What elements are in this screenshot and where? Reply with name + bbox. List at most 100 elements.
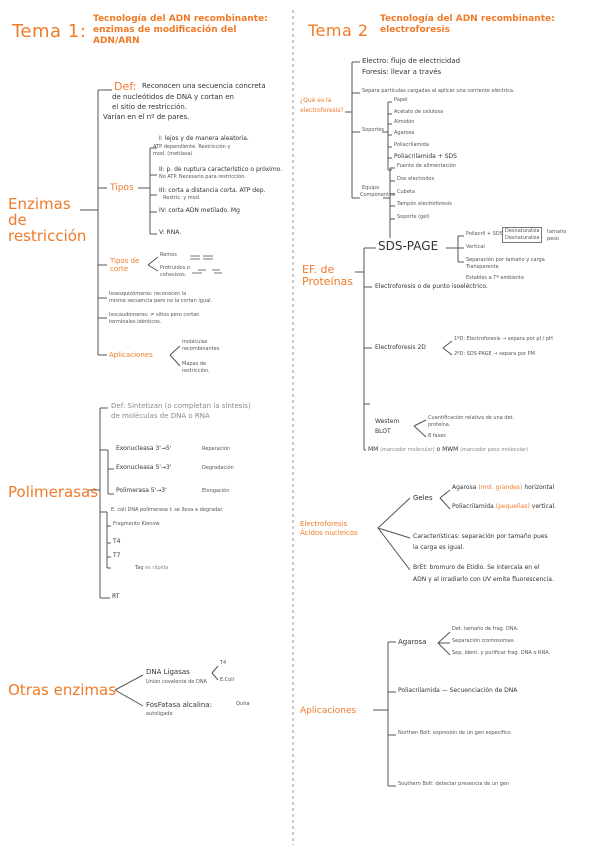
enzimas-title: Enzimas de restricción — [8, 195, 87, 245]
western-1: proteína. — [428, 422, 451, 428]
polimerasa-t7: T7 — [113, 552, 121, 559]
tipo-1-line: I: lejos y de manera aleatoria. — [159, 135, 249, 142]
tipo-1-line: ATP dependiente. Restricción y — [153, 144, 231, 150]
sds-peso: peso — [547, 236, 559, 242]
aplicacion-recombinantes: recombinantes — [182, 346, 220, 352]
acidos-title-line: Electroforesis — [300, 520, 348, 528]
acidos-title-line: Ácidos nucleicos — [300, 529, 358, 538]
ef-2d: Electroforesis 2D — [375, 344, 426, 351]
proteinas-title: EF. de Proteínas — [302, 263, 354, 289]
sds-poliacril: Poliacril + SDS — [466, 231, 503, 237]
isocaudomeros: terminales idénticos. — [109, 319, 162, 325]
poli-note: (pequeñas) — [495, 503, 530, 510]
sds-vertical: Vertical — [466, 244, 485, 250]
dna-ligasas: DNA Ligasas — [146, 668, 190, 676]
apl-agarosa: Agarosa — [398, 638, 427, 646]
mm-note: (marcador molecular) — [380, 447, 435, 453]
mwm-note: (marcador peso molecular) — [460, 447, 529, 453]
bret: BrEt: bromuro de Etidio. Se intercala en… — [413, 564, 540, 571]
soportes-label: Soportes — [362, 127, 385, 133]
marcadores: MM (marcador molecular) o MWM (marcador … — [368, 446, 529, 454]
que-es-ef: electroforesis? — [300, 107, 344, 114]
equipo-item: Soporte (gel) — [397, 214, 430, 220]
apl-northern: Northen Bolt: expresión de un gen especí… — [398, 730, 511, 736]
klenow: Fragmento Klenow — [113, 521, 160, 527]
fosfatasa-note: Quita — [236, 701, 250, 707]
isoesquizomeros: Isoesquizómeros: reconocen la — [109, 291, 187, 297]
tipo-1-line: mod. (metilasa) — [153, 151, 193, 157]
equipo-item: Fuente de alimentación — [397, 163, 456, 169]
separa-line: Separa partículas cargadas al aplicar un… — [362, 88, 515, 94]
isoesquizomeros: misma secuencia pero no la cortan igual. — [109, 298, 213, 304]
isocaudomeros: Isocaudómeros: ≠ sitios pero cortan — [109, 312, 200, 318]
taq-label: Taq — [135, 565, 146, 571]
western-1: Cuantificación relativa de una det. — [428, 415, 515, 421]
otras-title: Otras enzimas — [8, 681, 117, 699]
gel-poliacrilamida: Poliacrilamida (pequeñas) vertical. — [452, 503, 557, 511]
soporte-item: Almidón — [394, 119, 415, 125]
enzimas-def-line: Reconocen una secuencia concreta — [142, 82, 266, 90]
tema1-label: Tema 1: — [12, 21, 87, 42]
soporte-item: Agarosa — [394, 130, 415, 136]
apl-poliacrilamida: Poliacrilamida — Secuenciación de DNA — [398, 687, 518, 694]
polimerasas-def: de moléculas de DNA o RNA — [111, 412, 210, 420]
sds-transparente: Transparente — [466, 264, 499, 270]
apl-agarosa-2: Separación cromosomas. — [452, 638, 516, 644]
mwm: o MWM — [434, 446, 459, 453]
aplicacion-mapas: restricción. — [182, 368, 210, 374]
apl-agarosa-1: Det. tamaño de frag. DNA. — [452, 626, 519, 632]
poli-right: vertical. — [531, 503, 557, 510]
que-es-ef: ¿Qué es la — [300, 97, 332, 104]
sds-estables: Estables a Tª ambiente — [466, 275, 525, 281]
aplicacion-recombinantes: moléculas — [182, 339, 208, 345]
equipo-label: Equipo — [362, 185, 380, 191]
equipo-item: Dos electrodos — [397, 176, 435, 182]
enzimas-def-label: Def: — [114, 80, 137, 93]
electro-line: Electro: flujo de electricidad — [362, 57, 461, 65]
tipo-2-line: II: p. de ruptura característico o próxi… — [159, 166, 283, 173]
corte-romos: Romos — [160, 252, 177, 258]
aplicaciones-title: Aplicaciones — [300, 706, 357, 716]
enzimas-aplicaciones-label: Aplicaciones — [109, 351, 153, 359]
western-blot: BLOT — [375, 428, 391, 435]
western-2: 8 fases — [428, 433, 446, 439]
acidos-title: Electroforesis Ácidos nucleicos — [300, 520, 358, 538]
exonucleasa-53: Exonucleasa 5'→3' — [116, 464, 172, 471]
polimerasas-def: Def: Sintetizan (o completan la síntesis… — [111, 402, 251, 410]
gel-agarosa: Agarosa (mol. grandes) horizontal — [452, 484, 554, 492]
ef-2d-2: 2ºD: SDS-PAGE → separa por PM — [454, 351, 535, 357]
sds-desnaturaliza-box: Desnaturaliza Desnaturaliza — [502, 227, 543, 243]
western-blot: Western — [375, 418, 400, 425]
enzimas-def-line: Varían en el nº de pares. — [103, 113, 190, 121]
polimerasa-taq: Taq es rápida — [135, 565, 168, 572]
tema2-label: Tema 2 — [308, 21, 369, 40]
dna-ligasas-note: Unión covalente de DNA — [146, 679, 207, 685]
fosfatasa-note: autoligado — [146, 711, 173, 717]
tipo-4: IV: corta ADN metilado. Mg — [159, 207, 240, 214]
polimerasa-rt: RT — [112, 593, 120, 600]
apl-agarosa-3: Sep, ident. y purificar frag. DNA o RNA. — [452, 650, 551, 656]
ligasa-t4: T4 — [220, 660, 227, 666]
soporte-item: Poliacrilamida + SDS — [394, 153, 457, 160]
tema2-title: Tecnología del ADN recombinante: electro… — [380, 14, 555, 35]
tema1-title: Tecnología del ADN recombinante: enzimas… — [93, 14, 268, 46]
equipo-item: Tampón electroforesis — [397, 201, 452, 207]
polimerasa-53-func: Elongación — [202, 488, 230, 494]
exonucleasa-35-func: Reparación — [202, 446, 231, 452]
ligasa-ecoli: E.Coli — [220, 677, 235, 683]
fosfatasa: FosFatasa alcalina: — [146, 701, 212, 709]
caracteristicas: Características: separación por tamaño p… — [413, 533, 548, 540]
ef-isoelectrico: Electroforesis o de punto isoeléctrico. — [375, 283, 488, 290]
corte-protruidos: Protruidos o — [160, 265, 190, 271]
tipos-corte-label: Tipos de corte — [110, 257, 140, 274]
soporte-item: Papel — [394, 97, 408, 103]
sds-box-line: Desnaturaliza — [505, 235, 540, 241]
corte-protruidos: cohesivos. — [160, 272, 187, 278]
sds-separacion: Separación por tamaño y carga — [466, 257, 545, 263]
proteinas-title-line: Proteínas — [302, 275, 354, 289]
poli-label: Poliacrilamida — [452, 503, 494, 510]
tipo-3-line: III: corta a distancia corta. ATP dep. — [159, 187, 266, 194]
aplicacion-mapas: Mapas de — [182, 361, 207, 367]
apl-southern: Southern Bolt: detectar presencia de un … — [398, 781, 510, 787]
equipo-label: Componentes — [360, 192, 395, 198]
